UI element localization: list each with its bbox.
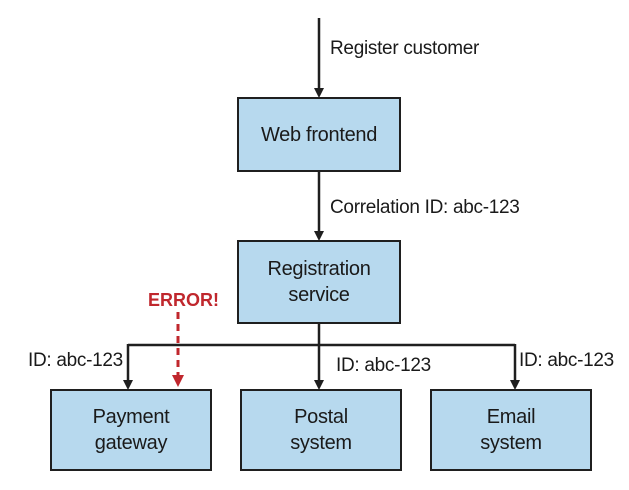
email-system-label: Email system xyxy=(480,406,542,454)
postal-system-node: Postal system xyxy=(240,389,402,471)
registration-service-node: Registration service xyxy=(237,240,401,324)
web-frontend-label: Web frontend xyxy=(260,123,378,146)
postal-system-label: Postal system xyxy=(290,406,352,454)
registration-service-label: Registration service xyxy=(267,258,371,306)
postal-id-label: ID: abc-123 xyxy=(336,355,431,376)
correlation-id-label: Correlation ID: abc-123 xyxy=(330,197,520,218)
web-frontend-node: Web frontend xyxy=(237,97,401,172)
payment-id-label: ID: abc-123 xyxy=(28,350,123,371)
error-label: ERROR! xyxy=(148,290,219,310)
email-system-node: Email system xyxy=(430,389,592,471)
payment-gateway-node: Payment gateway xyxy=(50,389,212,471)
payment-gateway-label: Payment gateway xyxy=(92,406,170,454)
email-id-label: ID: abc-123 xyxy=(519,350,614,371)
entry-label: Register customer xyxy=(330,38,480,59)
